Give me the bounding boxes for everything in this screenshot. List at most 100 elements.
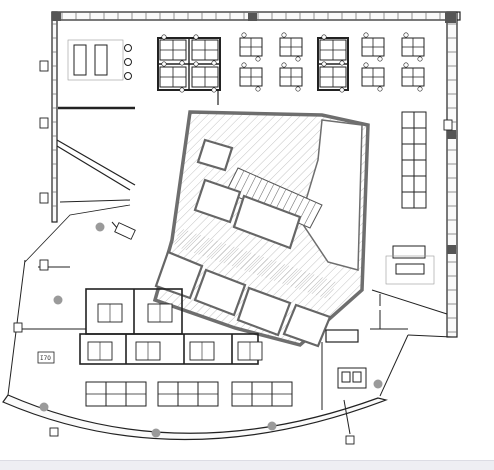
chair xyxy=(417,56,423,62)
desk-pod xyxy=(361,32,385,62)
chair xyxy=(321,34,327,40)
office-desk xyxy=(189,341,215,361)
desk-pod xyxy=(191,61,219,93)
core-room xyxy=(193,178,242,224)
core-room xyxy=(196,138,234,172)
desk-pod xyxy=(401,32,425,62)
chair xyxy=(179,87,185,93)
se-edge xyxy=(379,334,409,397)
se-rooms xyxy=(321,329,367,410)
chair xyxy=(241,32,247,38)
round-column xyxy=(151,428,161,438)
round-column xyxy=(53,295,63,305)
viewer-footer-strip xyxy=(0,460,494,470)
chair xyxy=(363,62,369,68)
desk-pod xyxy=(191,34,219,66)
structural-columns xyxy=(52,12,456,254)
desk-pod xyxy=(159,61,187,93)
desk-pair xyxy=(401,111,427,129)
chair xyxy=(339,87,345,93)
chair xyxy=(403,62,409,68)
chair xyxy=(255,56,261,62)
chair xyxy=(179,60,185,66)
core-room xyxy=(193,268,247,317)
east-workstations xyxy=(401,111,427,209)
chair xyxy=(281,62,287,68)
desk-pod xyxy=(279,62,303,92)
misc-walls xyxy=(18,199,448,435)
small-furniture xyxy=(13,60,453,445)
workstation-bench xyxy=(157,381,219,407)
desk-pair xyxy=(401,143,427,161)
workstation-bench xyxy=(231,381,293,407)
chair xyxy=(321,61,327,67)
room-marker: I7O xyxy=(37,351,55,364)
chair xyxy=(211,60,217,66)
stair-tread xyxy=(303,202,317,226)
chair xyxy=(193,61,199,67)
core-room xyxy=(154,250,204,300)
desk-pair xyxy=(401,127,427,145)
column xyxy=(248,13,257,21)
chair xyxy=(161,61,167,67)
chair xyxy=(281,32,287,38)
desk-pod xyxy=(279,32,303,62)
column xyxy=(447,130,456,139)
sw-inner-line xyxy=(24,204,131,263)
west-bench xyxy=(58,39,135,110)
core-service-room xyxy=(299,119,363,271)
east-bottom xyxy=(407,334,453,338)
chair xyxy=(211,87,217,93)
round-column xyxy=(95,222,105,232)
core-room xyxy=(236,286,292,337)
round-column xyxy=(373,379,383,389)
desk-pod xyxy=(401,62,425,92)
core-room xyxy=(282,303,332,348)
desk-pod xyxy=(319,34,347,66)
curved-south-facade xyxy=(2,394,389,441)
west-facade xyxy=(51,11,58,223)
chair xyxy=(377,56,383,62)
office-desk xyxy=(97,303,123,323)
office-desk xyxy=(135,341,161,361)
central-core xyxy=(152,110,370,348)
lower-workstations xyxy=(85,381,293,407)
chair xyxy=(417,86,423,92)
office-desk xyxy=(237,341,263,361)
desk-pair xyxy=(401,175,427,193)
chair xyxy=(339,60,345,66)
desk-pod xyxy=(159,34,187,66)
chair xyxy=(295,86,301,92)
desk-pair xyxy=(401,159,427,177)
east-table xyxy=(385,245,435,285)
east-facade xyxy=(446,11,458,338)
chair xyxy=(193,34,199,40)
office-desks xyxy=(87,303,263,361)
workstation-bench xyxy=(85,381,147,407)
core-room xyxy=(232,194,302,250)
chair xyxy=(255,86,261,92)
round-column xyxy=(267,421,277,431)
desk-pod xyxy=(239,32,263,62)
column xyxy=(445,12,456,23)
chair xyxy=(161,34,167,40)
desk-pair xyxy=(401,191,427,209)
round-columns xyxy=(39,222,383,438)
chair xyxy=(241,62,247,68)
office-desk xyxy=(87,341,113,361)
desk-pod xyxy=(319,61,347,93)
column xyxy=(447,245,456,254)
room-marker-label: I7O xyxy=(40,355,51,362)
chair xyxy=(403,32,409,38)
office-desk xyxy=(147,303,173,323)
west-diagonal-wall xyxy=(56,139,136,186)
west-diagonal-wall-2 xyxy=(56,145,131,191)
core-rooms xyxy=(154,138,332,348)
core-corridor xyxy=(174,228,336,300)
round-column xyxy=(39,402,49,412)
chair xyxy=(377,86,383,92)
facade-mullions xyxy=(52,12,457,333)
chair xyxy=(363,32,369,38)
